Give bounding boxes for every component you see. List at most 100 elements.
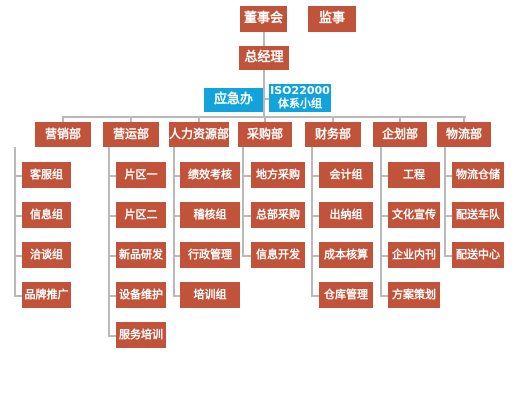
unit-box: 物流仓储	[452, 162, 504, 188]
connector-unit-spine	[444, 147, 446, 256]
connector-unit-branch	[242, 175, 251, 177]
connector-unit-branch	[380, 215, 388, 217]
department-box: 企划部	[373, 122, 427, 147]
connector-unit-branch	[108, 215, 116, 217]
connector-dept-drop	[463, 116, 465, 122]
connector-dept-drop	[62, 116, 64, 122]
connector-unit-spine	[173, 147, 175, 296]
connector-unit-branch	[311, 255, 319, 257]
unit-box: 会计组	[319, 162, 373, 188]
connector-unit-branch	[14, 215, 22, 217]
department-box: 财务部	[305, 122, 361, 147]
connector-gm-trunk	[263, 70, 265, 118]
unit-label: 物流仓储	[456, 167, 500, 181]
unit-label: 品牌推广	[24, 287, 69, 301]
unit-label: 片区一	[124, 167, 158, 181]
unit-box: 培训组	[180, 282, 240, 308]
unit-label: 企业内刊	[392, 247, 436, 261]
unit-box: 地方采购	[251, 162, 305, 188]
unit-label: 会计组	[329, 167, 363, 181]
emergency-office-label: 应急办	[213, 91, 253, 107]
department-box: 物流部	[437, 122, 491, 147]
connector-board-gm	[263, 32, 265, 46]
unit-box: 服务培训	[116, 322, 166, 348]
unit-box: 客服组	[22, 162, 71, 188]
connector-unit-branch	[444, 215, 452, 217]
connector-unit-branch	[14, 175, 22, 177]
connector-unit-spine	[108, 147, 110, 336]
department-label: 营销部	[44, 126, 81, 141]
unit-box: 配送车队	[452, 202, 504, 228]
emergency-office-box: 应急办	[204, 88, 263, 112]
unit-label: 配送车队	[456, 207, 500, 221]
connector-dept-drop	[130, 116, 132, 122]
connector-unit-branch	[108, 255, 116, 257]
unit-label: 新品研发	[119, 247, 163, 261]
unit-label: 仓库管理	[324, 287, 368, 301]
connector-unit-branch	[108, 335, 116, 337]
connector-unit-branch	[242, 255, 251, 257]
unit-label: 信息开发	[256, 247, 300, 261]
unit-label: 文化宣传	[392, 207, 436, 221]
connector-unit-spine	[311, 147, 313, 296]
department-label: 人力资源部	[169, 126, 230, 141]
unit-label: 设备维护	[119, 287, 163, 301]
connector-unit-branch	[380, 255, 388, 257]
unit-box: 配送中心	[452, 242, 504, 268]
unit-box: 洽谈组	[22, 242, 71, 268]
unit-label: 洽谈组	[30, 247, 63, 261]
supervisor-box: 监事	[308, 6, 356, 32]
unit-label: 配送中心	[456, 247, 500, 261]
connector-unit-branch	[444, 175, 452, 177]
connector-unit-branch	[380, 175, 388, 177]
unit-label: 绩效考核	[188, 167, 232, 181]
unit-label: 出纳组	[329, 207, 363, 221]
unit-label: 服务培训	[119, 327, 163, 341]
unit-box: 仓库管理	[319, 282, 373, 308]
connector-unit-branch	[108, 295, 116, 297]
general-manager-box: 总经理	[239, 46, 289, 70]
connector-unit-branch	[444, 255, 452, 257]
connector-unit-branch	[173, 255, 180, 257]
unit-label: 客服组	[30, 167, 63, 181]
board-box: 董事会	[240, 6, 287, 32]
unit-label: 总部采购	[256, 207, 300, 221]
department-box: 营销部	[35, 122, 91, 147]
unit-box: 出纳组	[319, 202, 373, 228]
connector-dept-drop	[332, 116, 334, 122]
department-box: 营运部	[103, 122, 159, 147]
unit-label: 片区二	[124, 207, 158, 221]
iso-team-label-line2: 体系小组	[278, 97, 322, 110]
unit-box: 总部采购	[251, 202, 305, 228]
department-label: 企划部	[381, 126, 418, 141]
connector-unit-branch	[14, 255, 22, 257]
connector-unit-branch	[173, 175, 180, 177]
unit-box: 设备维护	[116, 282, 166, 308]
unit-label: 地方采购	[256, 167, 300, 181]
connector-unit-branch	[242, 215, 251, 217]
connector-unit-branch	[173, 295, 180, 297]
unit-label: 稽核组	[193, 207, 227, 221]
department-box: 采购部	[238, 122, 292, 147]
iso-team-box: ISO22000 体系小组	[269, 84, 331, 112]
unit-label: 方案策划	[392, 287, 436, 301]
connector-dept-drop	[264, 116, 266, 122]
unit-box: 行政管理	[180, 242, 240, 268]
unit-box: 片区二	[116, 202, 166, 228]
unit-label: 信息组	[30, 207, 63, 221]
connector-unit-branch	[311, 175, 319, 177]
connector-unit-branch	[108, 175, 116, 177]
general-manager-label: 总经理	[244, 49, 284, 65]
unit-box: 企业内刊	[388, 242, 440, 268]
unit-box: 片区一	[116, 162, 166, 188]
supervisor-label: 监事	[318, 10, 345, 26]
connector-unit-branch	[311, 295, 319, 297]
unit-label: 行政管理	[188, 247, 232, 261]
department-label: 采购部	[246, 126, 283, 141]
department-label: 物流部	[445, 126, 482, 141]
unit-label: 培训组	[193, 287, 227, 301]
connector-unit-spine	[14, 147, 16, 296]
connector-unit-spine	[242, 147, 244, 256]
connector-unit-branch	[380, 295, 388, 297]
